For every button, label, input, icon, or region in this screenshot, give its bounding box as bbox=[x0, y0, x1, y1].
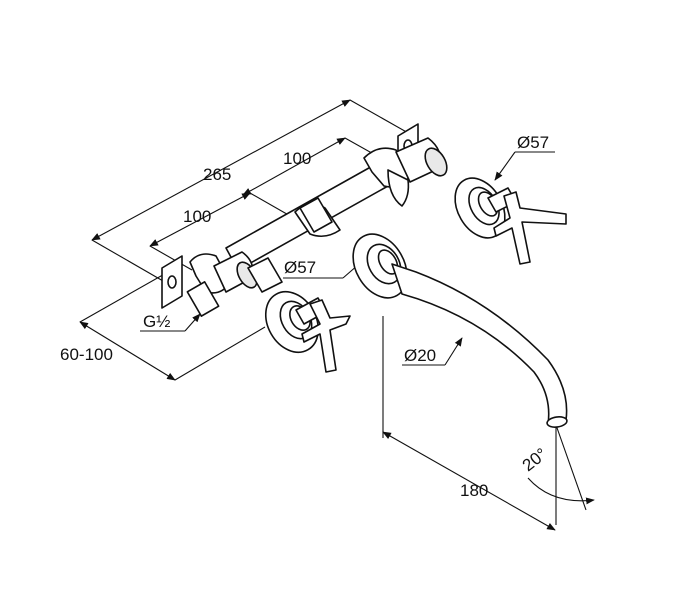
right-cross-handle bbox=[493, 191, 567, 265]
valve-body-right bbox=[363, 137, 448, 207]
leader-rosette-right: Ø57 bbox=[494, 133, 555, 181]
leader-spout: Ø20 bbox=[402, 337, 463, 366]
rosette-centre-label: Ø57 bbox=[284, 258, 316, 277]
dim-100-left-label: 100 bbox=[183, 207, 211, 226]
dimension-60-100: 60-100 bbox=[60, 271, 266, 381]
right-handle-assembly bbox=[454, 177, 567, 265]
spout-outlet bbox=[546, 416, 568, 428]
dimension-265: 265 bbox=[91, 99, 411, 286]
dimension-100-left: 100 bbox=[149, 192, 293, 271]
spout-arm bbox=[391, 263, 568, 425]
dimension-180: 180 bbox=[382, 316, 556, 531]
spout-assembly bbox=[352, 233, 568, 428]
leader-thread: G½ bbox=[140, 312, 201, 332]
left-handle-assembly bbox=[247, 257, 351, 373]
dim-265-label: 265 bbox=[203, 165, 231, 184]
left-cross-handle bbox=[301, 299, 351, 373]
mounting-bracket-left bbox=[161, 255, 183, 309]
valve-body-left bbox=[186, 251, 258, 317]
dimension-angle: 20° bbox=[519, 424, 595, 525]
dim-100-right-label: 100 bbox=[283, 149, 311, 168]
dim-180-label: 180 bbox=[460, 481, 488, 500]
dim-angle-label: 20° bbox=[519, 444, 551, 475]
thread-label: G½ bbox=[143, 312, 170, 331]
dim-60-100-label: 60-100 bbox=[60, 345, 113, 364]
spout-diameter-label: Ø20 bbox=[404, 346, 436, 365]
rosette-right-label: Ø57 bbox=[517, 133, 549, 152]
